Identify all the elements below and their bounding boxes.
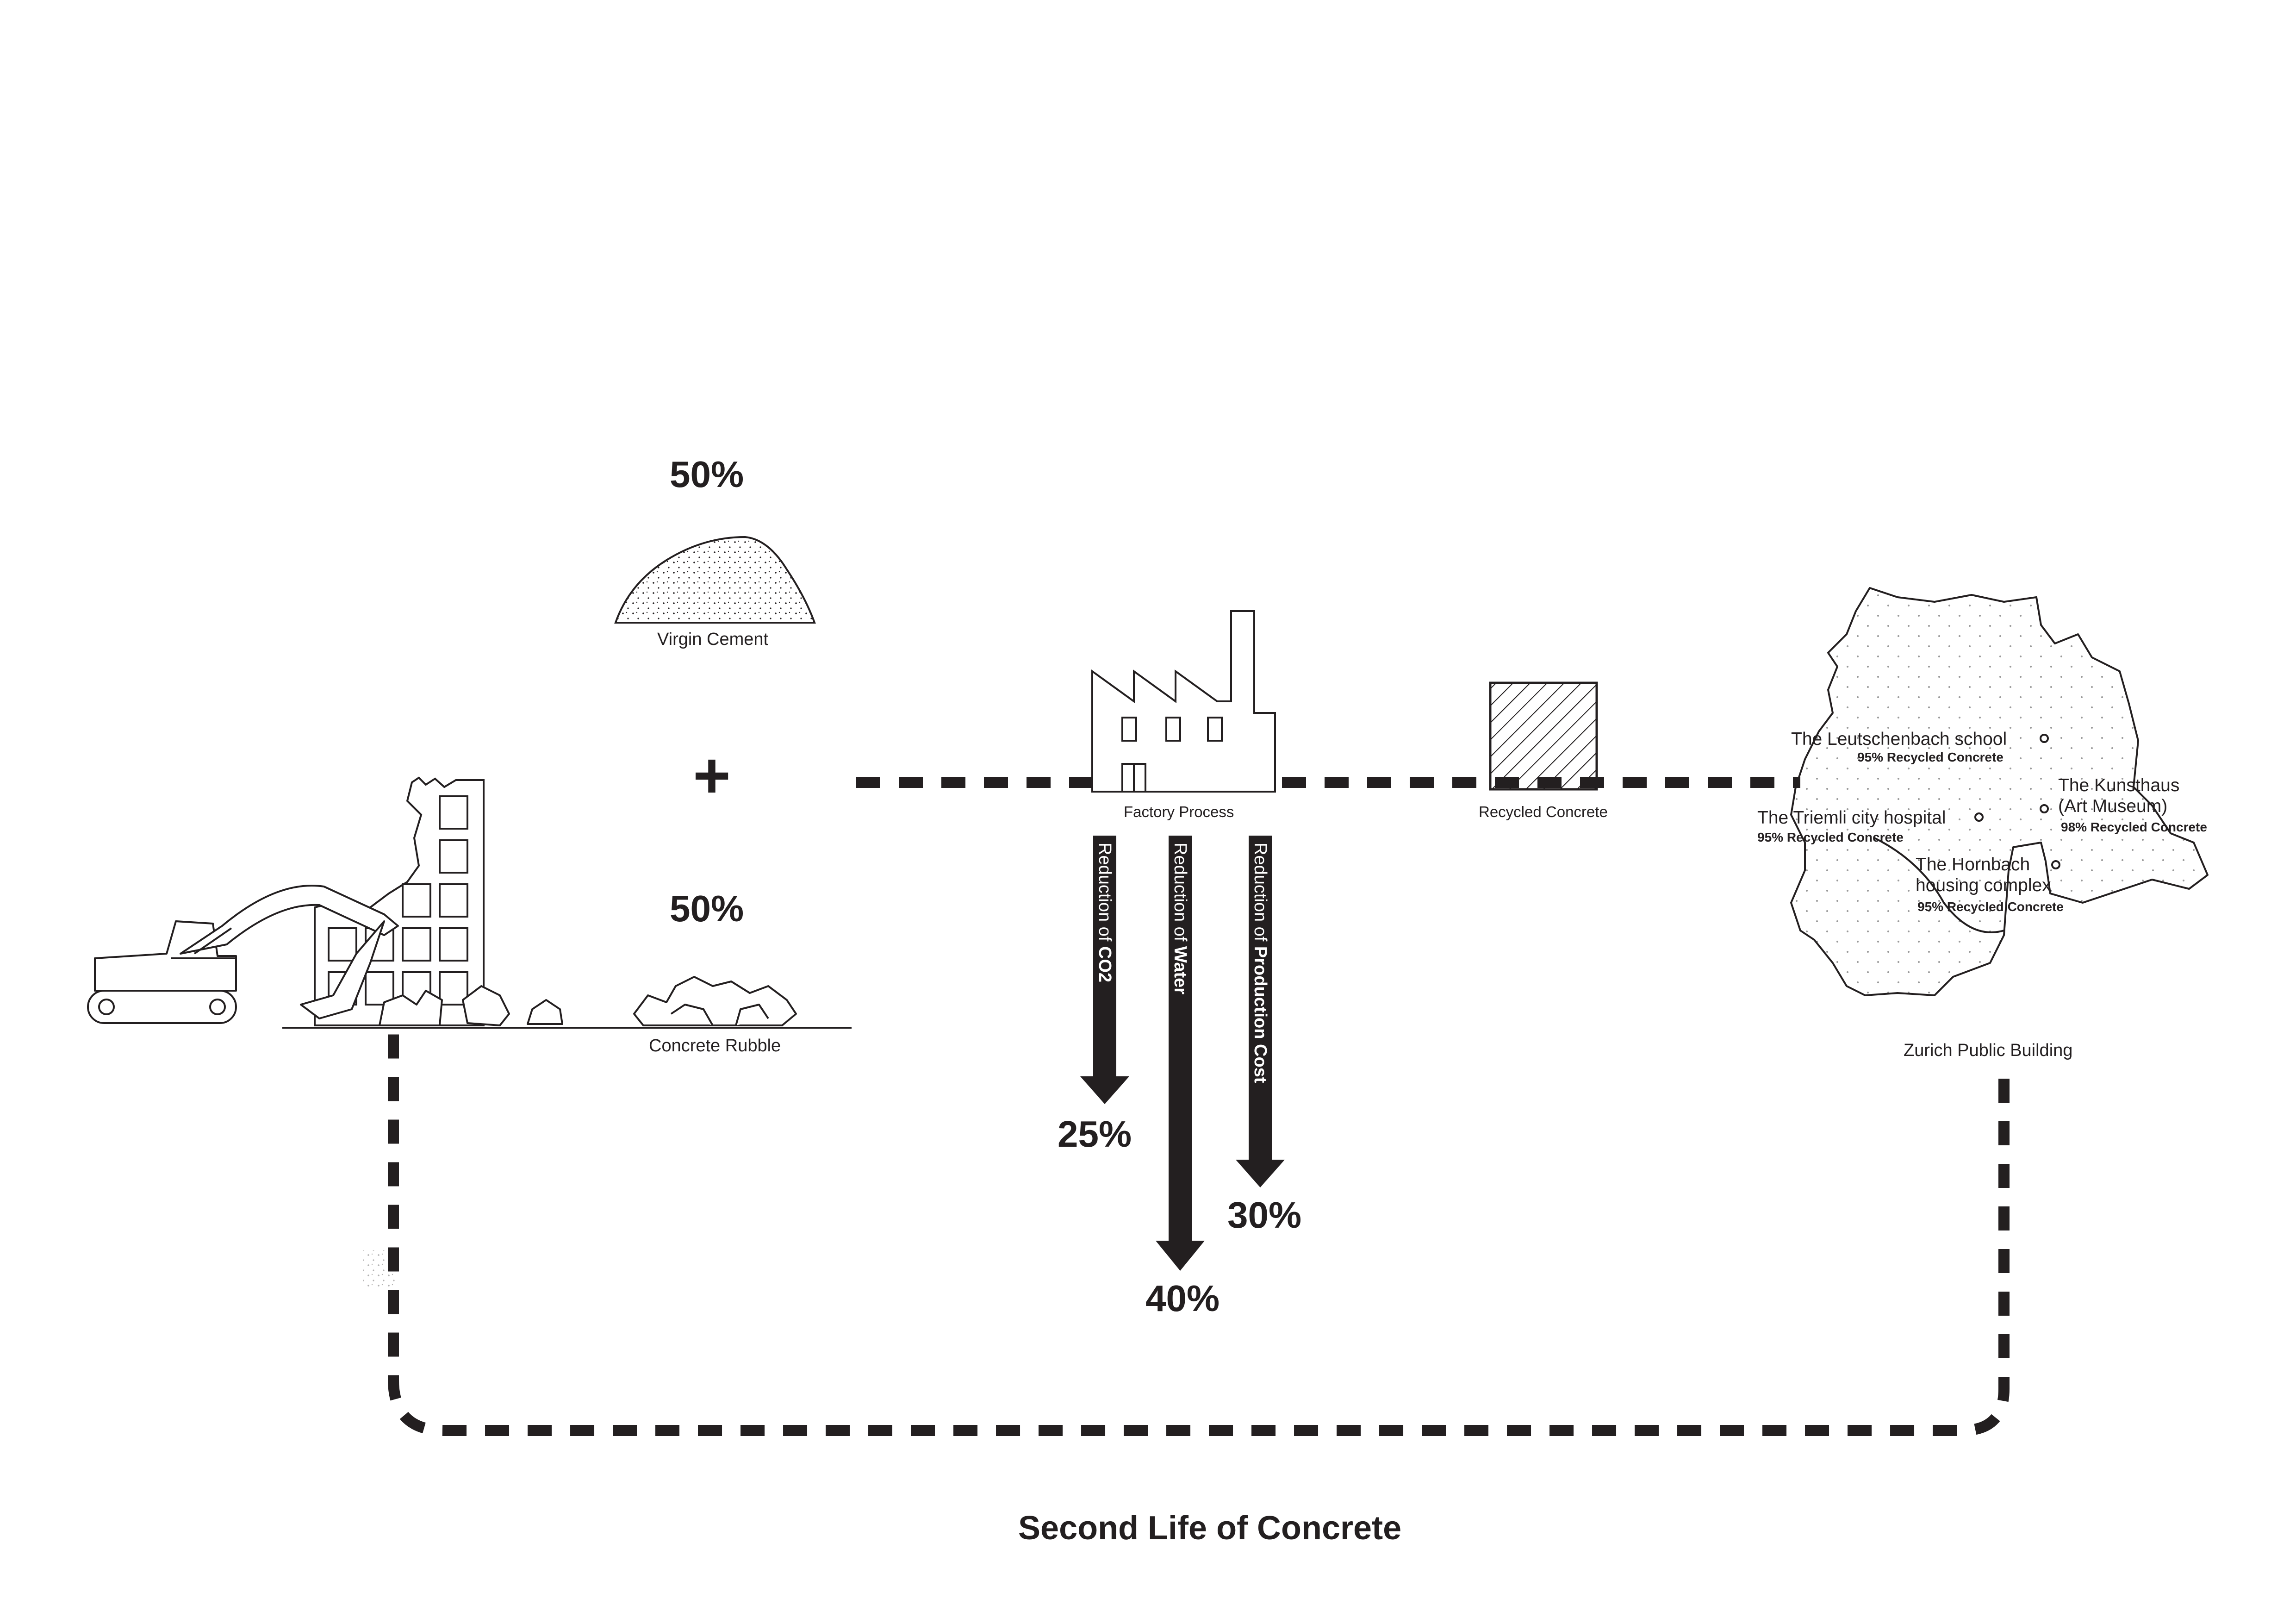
concrete-rubble-percent: 50%	[670, 888, 744, 929]
reduction-co2-subject: CO2	[1095, 946, 1114, 983]
building-name-hornbach: The Hornbach housing complex	[1916, 855, 2051, 895]
building-name-leutschenbach: The Leutschenbach school	[1791, 729, 2007, 749]
concrete-rubble-label: Concrete Rubble	[649, 1036, 781, 1056]
excavator-icon	[87, 885, 399, 1024]
marker-triemli	[1974, 812, 1984, 822]
plus-sign: +	[693, 739, 731, 812]
marker-kunsthaus	[2040, 804, 2049, 813]
arrow-cost	[1236, 836, 1285, 1187]
factory-icon	[1091, 610, 1276, 793]
reduction-water-value: 40%	[1145, 1278, 1220, 1319]
building-share-triemli: 95% Recycled Concrete	[1757, 830, 1904, 844]
building-share-hornbach: 95% Recycled Concrete	[1917, 899, 2064, 914]
reduction-cost-prefix: Reduction of	[1251, 843, 1270, 946]
reduction-arrows	[1080, 836, 1285, 1271]
reduction-cost-text: Reduction of Production Cost	[1251, 843, 1270, 1083]
virgin-cement-label: Virgin Cement	[657, 630, 769, 649]
arrow-water	[1156, 836, 1205, 1271]
flow-line-return	[388, 1025, 2010, 1436]
reduction-water-text: Reduction of Water	[1170, 843, 1190, 995]
virgin-cement-percent: 50%	[670, 454, 744, 495]
building-share-kunsthaus: 98% Recycled Concrete	[2061, 820, 2207, 834]
reduction-cost-subject: Production Cost	[1251, 946, 1270, 1083]
marker-hornbach	[2051, 860, 2060, 869]
flow-line	[388, 777, 2010, 1436]
factory-label: Factory Process	[1124, 803, 1234, 820]
reduction-water-subject: Water	[1170, 946, 1190, 995]
concrete-block-icon	[1489, 681, 1598, 791]
reduction-water-prefix: Reduction of	[1170, 843, 1190, 946]
building-name-kunsthaus: The Kunsthaus (Art Museum)	[2058, 775, 2180, 816]
building-name-triemli: The Triemli city hospital	[1757, 808, 1946, 828]
reduction-co2-value: 25%	[1058, 1113, 1132, 1155]
rubble-icon	[379, 976, 797, 1026]
zurich-map-icon	[1790, 587, 2209, 996]
reduction-co2-text: Reduction of CO2	[1095, 843, 1114, 983]
building-markers	[1974, 734, 2060, 869]
reduction-co2-prefix: Reduction of	[1095, 843, 1114, 946]
building-share-leutschenbach: 95% Recycled Concrete	[1857, 750, 2004, 764]
stipple-spot	[363, 1250, 396, 1287]
arrow-co2	[1080, 836, 1129, 1104]
page-title: Second Life of Concrete	[1018, 1510, 1402, 1547]
marker-leutschenbach	[2040, 734, 2049, 743]
zurich-label: Zurich Public Building	[1904, 1041, 2073, 1060]
recycled-concrete-label: Recycled Concrete	[1479, 803, 1608, 820]
reduction-cost-value: 30%	[1227, 1194, 1302, 1236]
cement-pile-icon	[614, 536, 816, 624]
